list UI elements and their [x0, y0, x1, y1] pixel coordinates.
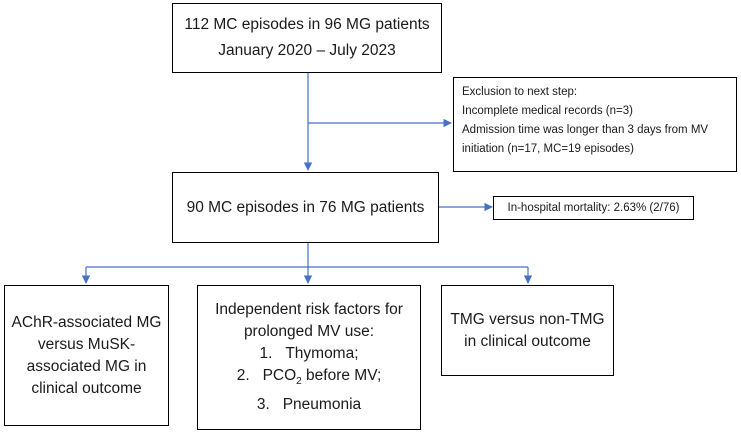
risk-factor-text-post: before MV; [301, 367, 382, 385]
left-box-line3: associated MG in [26, 357, 147, 375]
left-box-line4: clinical outcome [31, 379, 142, 397]
left-box-line2: versus MuSK- [37, 335, 136, 353]
risk-factor-text: Pneumonia [282, 395, 362, 413]
risk-factor-number: 1. [259, 345, 273, 363]
risk-factor-item: 1. Thymoma; [237, 343, 382, 365]
left-box: AChR-associated MG versus MuSK- associat… [4, 285, 169, 426]
exclusion-item-1: Incomplete medical records (n=3) [462, 105, 633, 117]
risk-factor-item: 3. Pneumonia [237, 394, 382, 416]
right-box-line2: in clinical outcome [464, 332, 591, 350]
right-box: TMG versus non-TMG in clinical outcome [441, 285, 614, 376]
left-box-line1: AChR-associated MG [11, 313, 162, 331]
top-box-line2: January 2020 – July 2023 [218, 42, 396, 59]
center-box-line1: Independent risk factors for [215, 301, 403, 319]
risk-factor-item: 2. PCO2 before MV; [237, 365, 382, 393]
risk-factor-number: 2. [236, 367, 250, 385]
center-box-line2: prolonged MV use: [243, 323, 375, 341]
middle-box-text: 90 MC episodes in 76 MG patients [186, 198, 425, 216]
risk-factor-text: Thymoma; [285, 345, 359, 363]
mortality-text: In-hospital mortality: 2.63% (2/76) [507, 201, 680, 214]
exclusion-title: Exclusion to next step: [462, 86, 578, 98]
middle-box: 90 MC episodes in 76 MG patients [172, 172, 439, 243]
exclusion-item-2a: Admission time was longer than 3 days fr… [462, 124, 709, 136]
center-box: Independent risk factors for prolonged M… [197, 285, 421, 430]
mortality-box: In-hospital mortality: 2.63% (2/76) [493, 196, 694, 220]
risk-factor-text-pre: PCO [262, 367, 297, 385]
risk-factor-number: 3. [256, 395, 270, 413]
top-box-line1: 112 MC episodes in 96 MG patients [184, 16, 430, 33]
top-box: 112 MC episodes in 96 MG patients Januar… [172, 3, 442, 73]
exclusion-item-2b: initiation (n=17, MC=19 episodes) [462, 143, 634, 155]
exclusion-box: Exclusion to next step: Incomplete medic… [453, 77, 737, 172]
risk-factor-list: 1. Thymoma; 2. PCO2 before MV; 3. Pneumo… [237, 343, 382, 415]
risk-factor-subscript: 2 [296, 376, 302, 388]
right-box-line1: TMG versus non-TMG [450, 310, 605, 328]
